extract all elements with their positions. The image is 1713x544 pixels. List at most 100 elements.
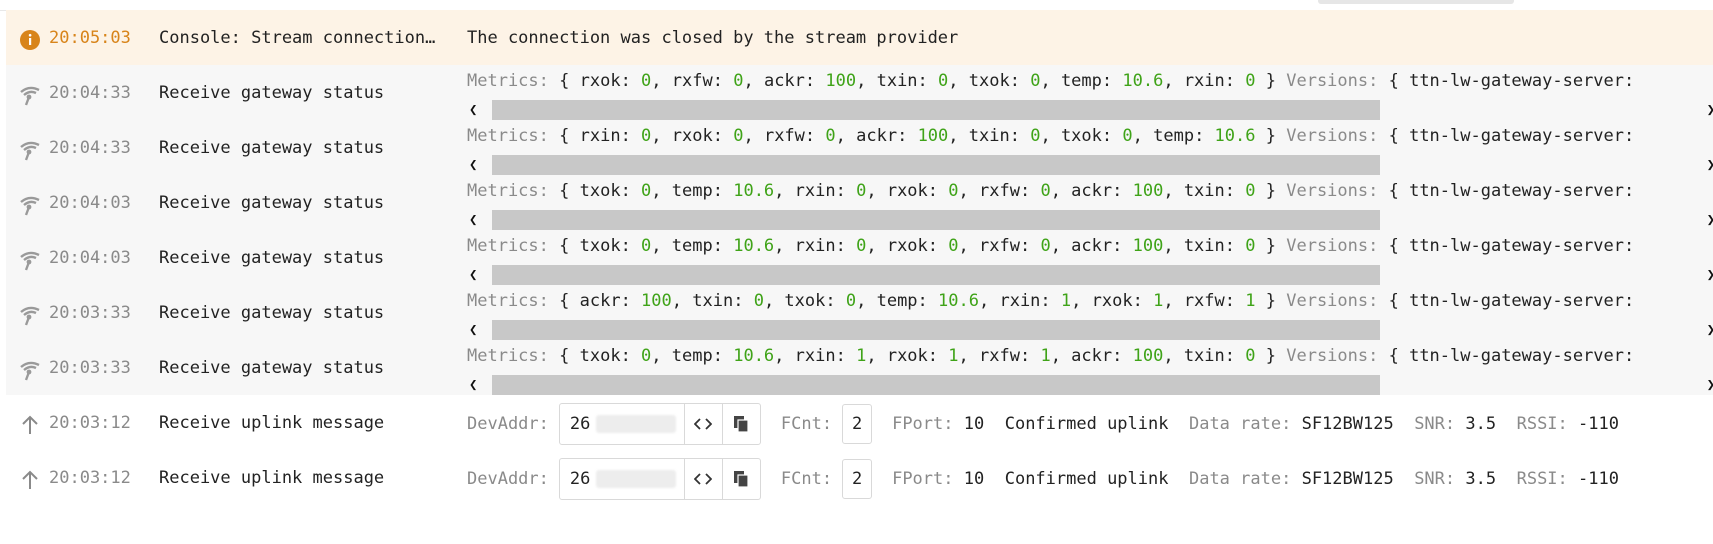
metric-value: 0 xyxy=(825,126,836,146)
metric-key: txok xyxy=(579,346,621,366)
arrow-up-icon xyxy=(18,468,42,492)
fcnt-value: 2 xyxy=(842,404,873,444)
event-time: 20:03:12 xyxy=(49,468,131,488)
scrollbar-thumb[interactable] xyxy=(492,265,1380,285)
scroll-left-icon[interactable]: ❮ xyxy=(469,157,478,173)
versions-label: Versions: xyxy=(1286,181,1379,201)
metric-value: 10.6 xyxy=(733,236,775,256)
scrollbar-thumb[interactable] xyxy=(492,210,1380,230)
event-preview: Metrics: { rxin: 0, rxok: 0, rxfw: 0, ac… xyxy=(467,126,1635,146)
event-type: Receive gateway status xyxy=(159,193,385,213)
scroll-left-icon[interactable]: ❮ xyxy=(469,267,478,283)
metric-key: ackr xyxy=(1071,346,1113,366)
metric-value: 0 xyxy=(753,291,764,311)
gateway-signal-icon xyxy=(18,193,42,217)
horizontal-scrollbar[interactable]: ❮❯ xyxy=(467,155,1713,175)
scroll-right-icon[interactable]: ❯ xyxy=(1707,210,1713,230)
scroll-right-icon[interactable]: ❯ xyxy=(1707,155,1713,175)
metric-key: txin xyxy=(876,71,918,91)
metric-key: rxin xyxy=(794,236,836,256)
metric-key: txin xyxy=(1183,236,1225,256)
horizontal-scrollbar[interactable]: ❮❯ xyxy=(467,320,1713,340)
rssi-value: -110 xyxy=(1578,469,1619,489)
metric-key: txin xyxy=(1183,346,1225,366)
scroll-right-icon[interactable]: ❯ xyxy=(1707,375,1713,395)
metric-key: txok xyxy=(579,181,621,201)
devaddr-redacted xyxy=(596,470,677,488)
metric-key: txin xyxy=(968,126,1010,146)
versions-value: { ttn-lw-gateway-server: xyxy=(1388,236,1635,256)
horizontal-scrollbar[interactable]: ❮❯ xyxy=(467,375,1713,395)
snr-label: SNR: xyxy=(1414,414,1456,434)
metric-value: 100 xyxy=(825,71,857,91)
metric-key: rxok xyxy=(1091,291,1133,311)
rssi-value: -110 xyxy=(1578,414,1619,434)
scrollbar-thumb[interactable] xyxy=(492,320,1380,340)
metric-value: 0 xyxy=(845,291,857,311)
devaddr-label: DevAddr: xyxy=(467,414,549,434)
metric-value: 0 xyxy=(1030,71,1041,91)
horizontal-scrollbar[interactable]: ❮❯ xyxy=(467,265,1713,285)
metric-key: temp xyxy=(876,291,918,311)
rssi-label: RSSI: xyxy=(1516,469,1568,489)
event-time: 20:05:03 xyxy=(49,28,131,48)
event-type: Receive gateway status xyxy=(159,358,385,378)
metrics-label: Metrics: xyxy=(467,346,549,366)
metric-key: rxfw xyxy=(671,71,713,91)
scrollbar-thumb[interactable] xyxy=(492,100,1380,120)
event-preview: Metrics: { txok: 0, temp: 10.6, rxin: 0,… xyxy=(467,181,1635,201)
copy-icon[interactable] xyxy=(721,404,760,444)
copy-icon[interactable] xyxy=(721,459,760,499)
metric-key: rxfw xyxy=(979,181,1020,201)
scrollbar-thumb[interactable] xyxy=(492,375,1380,395)
metric-value: 100 xyxy=(917,126,949,146)
metric-key: txok xyxy=(784,291,826,311)
snr-value: 3.5 xyxy=(1465,414,1497,434)
scroll-right-icon[interactable]: ❯ xyxy=(1707,100,1713,120)
metric-value: 0 xyxy=(641,236,652,256)
metric-value: 0 xyxy=(1245,181,1256,201)
metric-value: 0 xyxy=(1040,181,1051,201)
gateway-signal-icon xyxy=(18,303,42,327)
metric-key: rxfw xyxy=(1183,291,1225,311)
metric-key: txin xyxy=(692,291,734,311)
event-type: Receive gateway status xyxy=(159,303,385,323)
versions-label: Versions: xyxy=(1286,236,1379,256)
scroll-right-icon[interactable]: ❯ xyxy=(1707,265,1713,285)
code-toggle-icon[interactable] xyxy=(683,404,722,444)
horizontal-scrollbar[interactable]: ❮❯ xyxy=(467,100,1713,120)
event-preview: Metrics: { ackr: 100, txin: 0, txok: 0, … xyxy=(467,291,1635,311)
fport-value: 10 xyxy=(963,469,985,489)
confirmed-uplink-flag: Confirmed uplink xyxy=(1004,469,1169,489)
scroll-left-icon[interactable]: ❮ xyxy=(469,322,478,338)
scroll-left-icon[interactable]: ❮ xyxy=(469,212,478,228)
metric-key: rxfw xyxy=(979,236,1020,256)
versions-label: Versions: xyxy=(1286,291,1379,311)
code-toggle-icon[interactable] xyxy=(683,459,722,499)
metric-key: ackr xyxy=(579,291,621,311)
snr-value: 3.5 xyxy=(1465,469,1497,489)
metric-value: 10.6 xyxy=(733,346,775,366)
metric-value: 10.6 xyxy=(1214,126,1256,146)
scroll-left-icon[interactable]: ❮ xyxy=(469,377,478,393)
fcnt-value: 2 xyxy=(842,459,873,499)
metric-value: 10.6 xyxy=(1122,71,1164,91)
scroll-left-icon[interactable]: ❮ xyxy=(469,102,478,118)
devaddr-redacted xyxy=(596,415,677,433)
fport-value: 10 xyxy=(963,414,985,434)
metric-key: txok xyxy=(1060,126,1102,146)
scrollbar-thumb[interactable] xyxy=(492,155,1380,175)
metric-value: 100 xyxy=(1132,346,1164,366)
metric-key: temp xyxy=(671,346,713,366)
horizontal-scrollbar[interactable]: ❮❯ xyxy=(467,210,1713,230)
scroll-right-icon[interactable]: ❯ xyxy=(1707,320,1713,340)
